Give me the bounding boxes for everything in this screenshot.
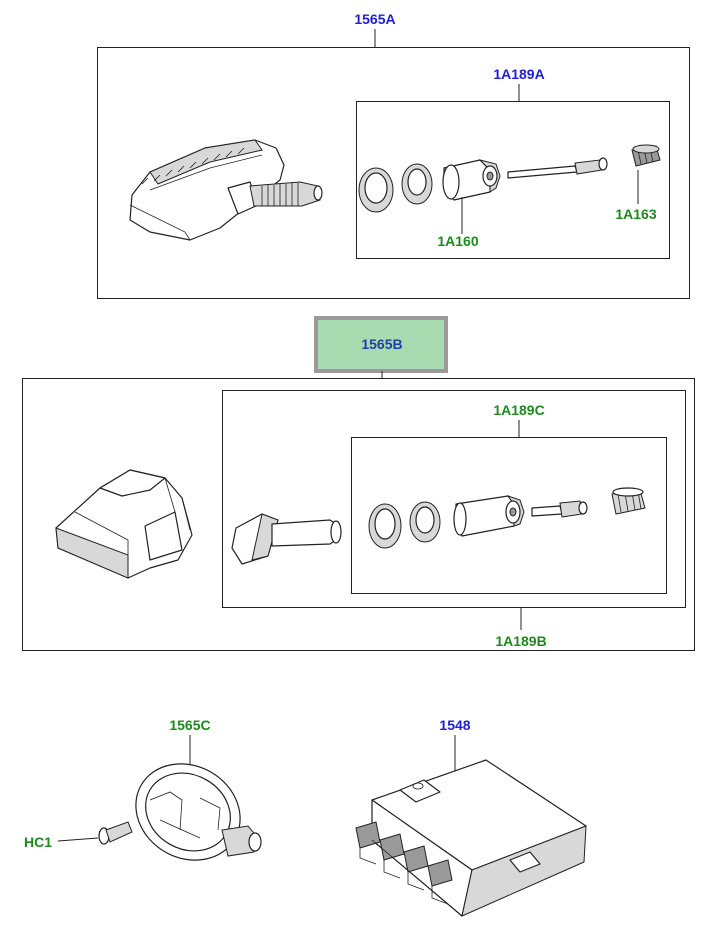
rubber-seal-large-top-icon[interactable] — [358, 167, 394, 213]
label-1a163[interactable]: 1A163 — [615, 206, 656, 222]
rubber-seal-small-middle-icon[interactable] — [409, 501, 441, 543]
label-1a189b[interactable]: 1A189B — [495, 633, 546, 649]
tpms-control-module-icon[interactable] — [355, 759, 587, 917]
label-1565c[interactable]: 1565C — [169, 717, 210, 733]
rubber-seal-small-top-icon[interactable] — [401, 163, 433, 205]
section-bottom: 1565C HC1 1548 — [24, 717, 587, 917]
screw-icon[interactable] — [98, 821, 133, 845]
label-1565b[interactable]: 1565B — [361, 336, 402, 352]
tpms-sensor-middle-icon[interactable] — [55, 469, 193, 579]
section-1565b: 1565B 1A189C 1A189B — [22, 316, 695, 651]
label-1565a[interactable]: 1565A — [354, 11, 395, 27]
tpms-sensor-top-icon[interactable] — [129, 139, 323, 241]
valve-kit-middle-parts — [368, 487, 646, 549]
valve-cap-middle-icon[interactable] — [611, 487, 646, 515]
label-1548[interactable]: 1548 — [439, 717, 470, 733]
valve-nut-top-icon[interactable] — [442, 159, 501, 201]
box-1a189b — [222, 390, 686, 608]
label-1a160[interactable]: 1A160 — [437, 233, 478, 249]
box-1a189c — [351, 437, 667, 594]
valve-nut-middle-icon[interactable] — [453, 495, 525, 537]
tpms-antenna-icon[interactable] — [118, 745, 262, 879]
valve-core-middle-icon[interactable] — [531, 500, 588, 518]
valve-cap-top-icon[interactable] — [631, 144, 661, 167]
box-1a189a — [356, 101, 670, 259]
section-1565a: 1565A 1A189A — [97, 11, 690, 299]
label-hc1[interactable]: HC1 — [24, 834, 52, 850]
box-1565a — [97, 47, 690, 299]
label-1a189c[interactable]: 1A189C — [493, 402, 544, 418]
valve-core-top-icon[interactable] — [507, 157, 608, 179]
highlight-1565b — [314, 316, 448, 373]
valve-stem-middle-icon[interactable] — [231, 513, 342, 565]
box-1565b — [22, 378, 695, 651]
rubber-seal-large-middle-icon[interactable] — [368, 503, 402, 549]
label-1a189a[interactable]: 1A189A — [493, 66, 544, 82]
valve-kit-top-parts — [358, 144, 661, 213]
